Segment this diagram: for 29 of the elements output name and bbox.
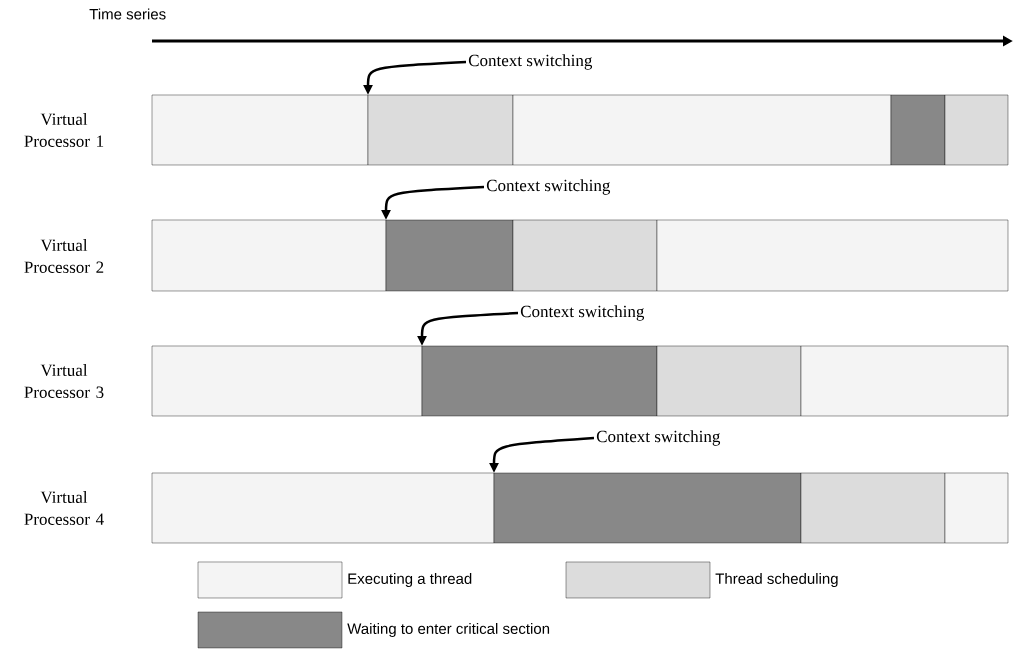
callout-text: Context switching [468, 54, 593, 70]
row-label: Virtual Processor 2 [24, 239, 104, 273]
bar-segment [367, 94, 514, 166]
legend-label: Thread scheduling [715, 573, 838, 587]
bar-segment [512, 219, 658, 292]
bar-segment [800, 345, 1009, 417]
bar-segment [656, 345, 802, 417]
row-label: Virtual Processor 4 [24, 491, 104, 525]
bar-segment [151, 94, 369, 166]
axis-label: Time series [89, 8, 166, 20]
legend-label: Waiting to enter critical section [347, 623, 550, 637]
bar-segment [800, 472, 946, 544]
bar-segment [493, 472, 802, 544]
row-label: Virtual Processor 1 [24, 113, 104, 147]
legend-label: Executing a thread [348, 573, 472, 587]
bar-segment [512, 94, 892, 166]
bar-segment [151, 472, 495, 544]
row-label: Virtual Processor 3 [24, 364, 104, 398]
callout-text: Context switching [486, 179, 611, 195]
bar-segment [656, 219, 1009, 292]
bar-segment [151, 345, 423, 417]
bar-segment [944, 94, 1009, 166]
bar-segment [421, 345, 658, 417]
bar-segment [944, 472, 1009, 544]
bar-segment [385, 219, 514, 292]
bar-segment [151, 219, 387, 292]
callout-text: Context switching [596, 430, 721, 446]
bar-segment [890, 94, 946, 166]
callout-text: Context switching [520, 305, 645, 321]
